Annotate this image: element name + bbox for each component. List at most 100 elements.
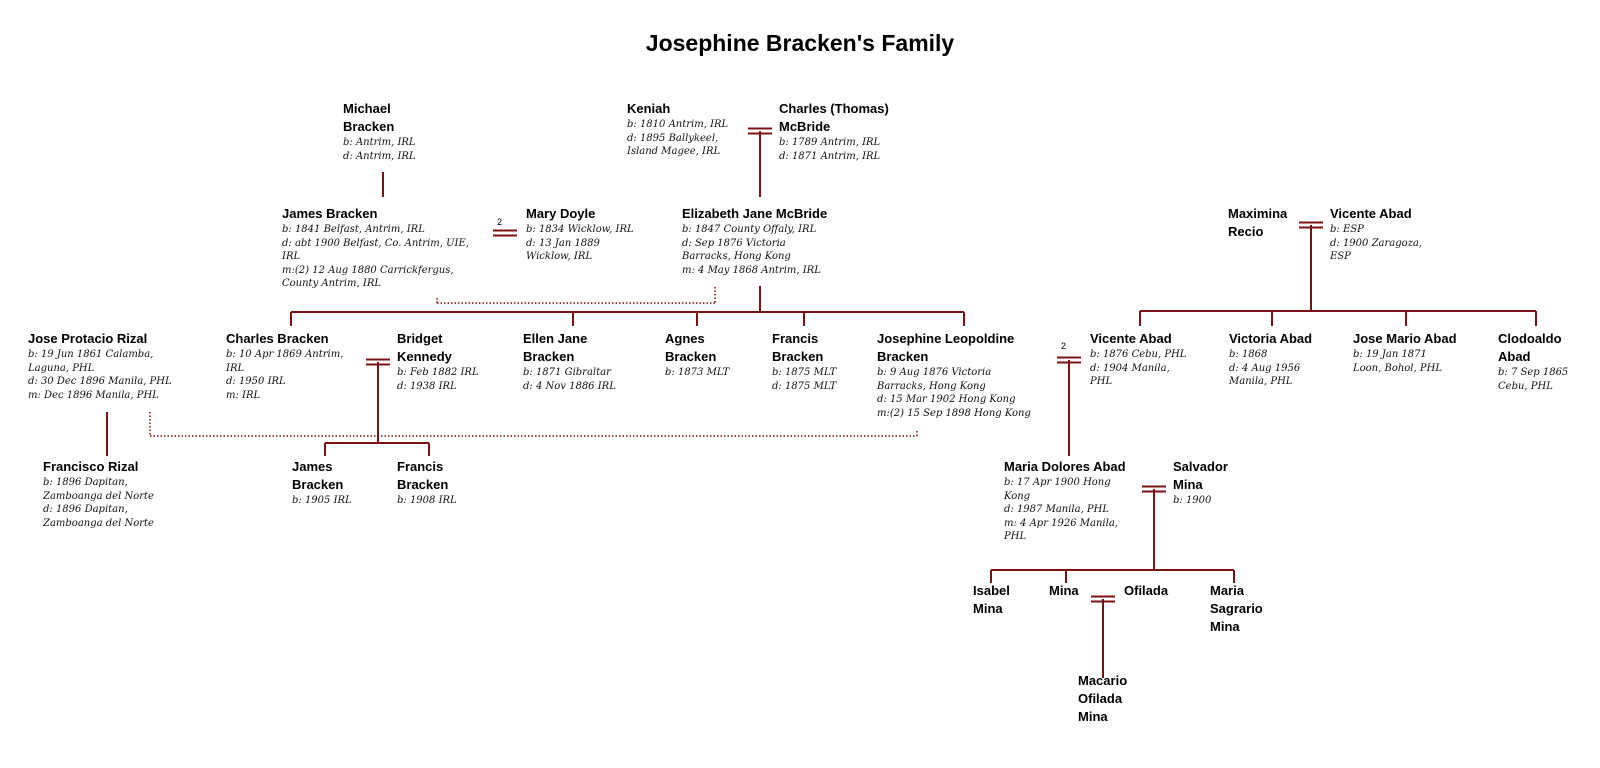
person-fact-line: b: 9 Aug 1876 Victoria — [877, 367, 992, 378]
person-fact-line: b: 7 Sep 1865 — [1498, 367, 1569, 378]
person-fact-line: d: 1896 Dapitan, — [43, 504, 128, 515]
person-name-line: Maximina — [1228, 206, 1288, 221]
person-fact-line: d: 1895 Ballykeel, — [627, 132, 719, 144]
person-name-line: Charles (Thomas) — [779, 101, 889, 116]
person-elizabeth-mcbride: Elizabeth Jane McBride b: 1847 County Off… — [682, 205, 827, 277]
person-francisco-rizal: Francisco Rizal b: 1896 Dapitan, Zamboanga… — [43, 458, 154, 530]
person-fact-line: m: IRL — [226, 389, 261, 401]
person-name-line: James Bracken — [282, 206, 378, 221]
person-fact-line: PHL — [1004, 531, 1027, 542]
marriage-number-vicente-josephine: 2 — [1061, 341, 1067, 351]
person-name-line: Mina — [1210, 619, 1240, 634]
person-fact-line: m:(2) 12 Aug 1880 Carrickfergus, — [282, 264, 454, 276]
person-mina: Mina — [1049, 582, 1079, 600]
person-fact-line: d: 13 Jan 1889 — [526, 237, 600, 249]
person-fact-line: m:(2) 15 Sep 1898 Hong Kong — [877, 407, 1031, 419]
person-name-line: Ofilada — [1124, 583, 1169, 598]
person-fact-line: Cebu, PHL — [1498, 380, 1553, 392]
person-fact-line: b: 1847 County Offaly, IRL — [682, 224, 817, 235]
person-fact-line: d: 1900 Zaragoza, — [1330, 237, 1423, 249]
person-name-line: Bracken — [523, 349, 575, 364]
person-name-line: Bracken — [665, 349, 717, 364]
person-name-line: Mary Doyle — [526, 206, 596, 221]
person-name-line: Bracken — [397, 477, 449, 492]
person-fact-line: b: 1789 Antrim, IRL — [779, 137, 881, 148]
chart-title: Josephine Bracken's Family — [645, 30, 955, 56]
person-name-line: Mina — [973, 601, 1003, 616]
person-keniah: Keniah b: 1810 Antrim, IRL d: 1895 Ballyke… — [627, 100, 728, 159]
person-fact-line: IRL — [226, 362, 245, 374]
person-name-line: Sagrario — [1210, 601, 1263, 616]
person-fact-line: b: ESP — [1330, 224, 1364, 235]
person-fact-line: b: 1810 Antrim, IRL — [627, 119, 729, 130]
person-name-line: Clodoaldo — [1498, 331, 1562, 346]
person-name-line: Mina — [1173, 477, 1203, 492]
person-name-line: Jose Protacio Rizal — [28, 331, 148, 346]
person-fact-line: d: 1950 IRL — [226, 376, 286, 387]
person-fact-line: b: 1841 Belfast, Antrim, IRL — [282, 224, 425, 235]
person-name-line: Keniah — [627, 101, 671, 116]
person-fact-line: b: 1908 IRL — [397, 495, 457, 506]
person-fact-line: d: 1938 IRL — [397, 380, 457, 392]
person-name-line: Elizabeth Jane McBride — [682, 206, 828, 221]
person-name-line: Ellen Jane — [523, 331, 588, 346]
person-fact-line: IRL — [282, 251, 301, 262]
person-fact-line: b: 17 Apr 1900 Hong — [1004, 477, 1111, 488]
person-name-line: Francis — [772, 331, 819, 346]
person-fact-line: County Antrim, IRL — [282, 278, 382, 289]
person-fact-line: b: 10 Apr 1869 Antrim, — [226, 349, 344, 360]
marriage-number-james-mary: 2 — [497, 217, 503, 227]
person-fact-line: b: Feb 1882 IRL — [397, 367, 479, 378]
person-fact-line: Manila, PHL — [1229, 376, 1293, 387]
person-jose-rizal: Jose Protacio Rizal b: 19 Jun 1861 Calamb… — [28, 330, 172, 402]
person-fact-line: Zamboanga del Norte — [43, 490, 154, 502]
person-name-line: Abad — [1498, 349, 1531, 364]
person-fact-line: b: 1868 — [1229, 349, 1268, 360]
person-fact-line: b: 1873 MLT — [665, 367, 730, 378]
person-name-line: Victoria Abad — [1229, 331, 1313, 346]
person-name-line: Agnes — [665, 331, 705, 346]
person-fact-line: b: 1875 MLT — [772, 367, 837, 378]
person-name-line: Kennedy — [397, 349, 452, 364]
person-fact-line: m: 4 May 1868 Antrim, IRL — [682, 264, 821, 276]
person-fact-line: d: 15 Mar 1902 Hong Kong — [877, 394, 1016, 405]
person-fact-line: d: 1871 Antrim, IRL — [779, 150, 881, 162]
person-name-line: Francis — [397, 459, 444, 474]
person-name-line: James — [292, 459, 333, 474]
person-fact-line: b: 19 Jun 1861 Calamba, — [28, 349, 154, 360]
person-fact-line: d: Antrim, IRL — [343, 150, 416, 162]
person-fact-line: d: abt 1900 Belfast, Co. Antrim, UIE, — [282, 237, 469, 249]
person-fact-line: b: 1896 Dapitan, — [43, 477, 128, 488]
person-fact-line: Loon, Bohol, PHL — [1353, 362, 1442, 374]
person-fact-line: b: 1900 — [1173, 495, 1212, 506]
person-name-line: Mina — [1078, 709, 1108, 724]
person-name-line: Recio — [1228, 224, 1264, 239]
person-name-line: Mina — [1049, 583, 1079, 598]
person-fact-line: d: 1904 Manila, — [1090, 362, 1170, 374]
person-name-line: McBride — [779, 119, 831, 134]
person-charles-mcbride: Charles (Thomas) McBride b: 1789 Antrim, I… — [779, 100, 889, 163]
person-name-line: Maria — [1210, 583, 1244, 598]
person-fact-line: ESP — [1330, 251, 1351, 262]
person-name-line: Francisco Rizal — [43, 459, 139, 474]
person-name-line: Jose Mario Abad — [1353, 331, 1457, 346]
person-name-line: Charles Bracken — [226, 331, 329, 346]
person-ofilada: Ofilada — [1124, 582, 1168, 600]
person-fact-line: Barracks, Hong Kong — [682, 251, 791, 262]
person-name-line: Josephine Leopoldine — [877, 331, 1015, 346]
